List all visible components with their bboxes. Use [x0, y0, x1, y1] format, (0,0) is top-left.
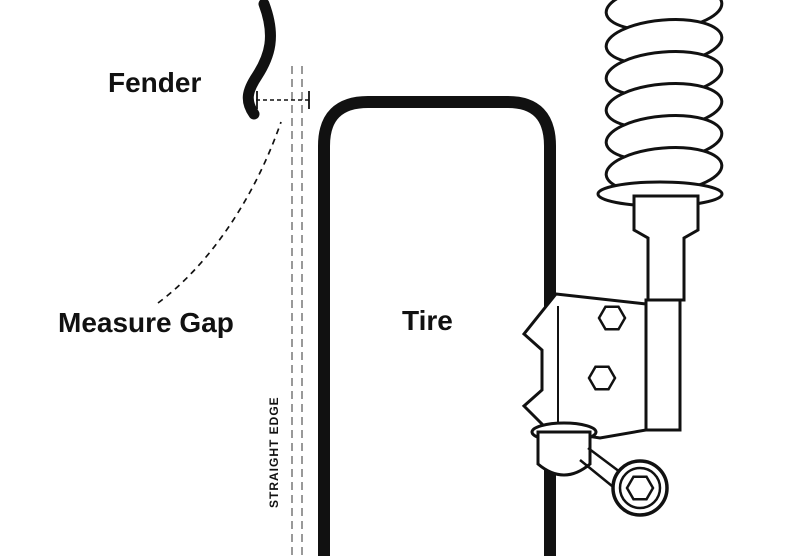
tire-label: Tire	[402, 305, 453, 336]
measure-gap-pointer	[157, 121, 282, 304]
strut-assembly	[521, 0, 724, 517]
bolt-hex-icon	[587, 365, 617, 391]
strut-lower-tube	[644, 298, 682, 432]
steering-knuckle-clamp	[521, 292, 648, 440]
tire-outline	[318, 96, 556, 556]
link-arm	[579, 447, 621, 487]
gap-measurement-mark	[256, 91, 310, 109]
straight-edge-label: STRAIGHT EDGE	[267, 396, 281, 508]
measure-gap-label: Measure Gap	[58, 307, 234, 338]
coil-spring-icon	[604, 0, 724, 194]
fender-edge-curve	[242, 0, 276, 120]
strut-body	[632, 194, 700, 302]
ball-joint	[530, 421, 598, 477]
straight-edge-lines	[291, 66, 303, 556]
fender-label: Fender	[108, 67, 201, 98]
bolt-hex-icon	[597, 305, 627, 331]
tie-rod-end-icon	[611, 459, 669, 517]
